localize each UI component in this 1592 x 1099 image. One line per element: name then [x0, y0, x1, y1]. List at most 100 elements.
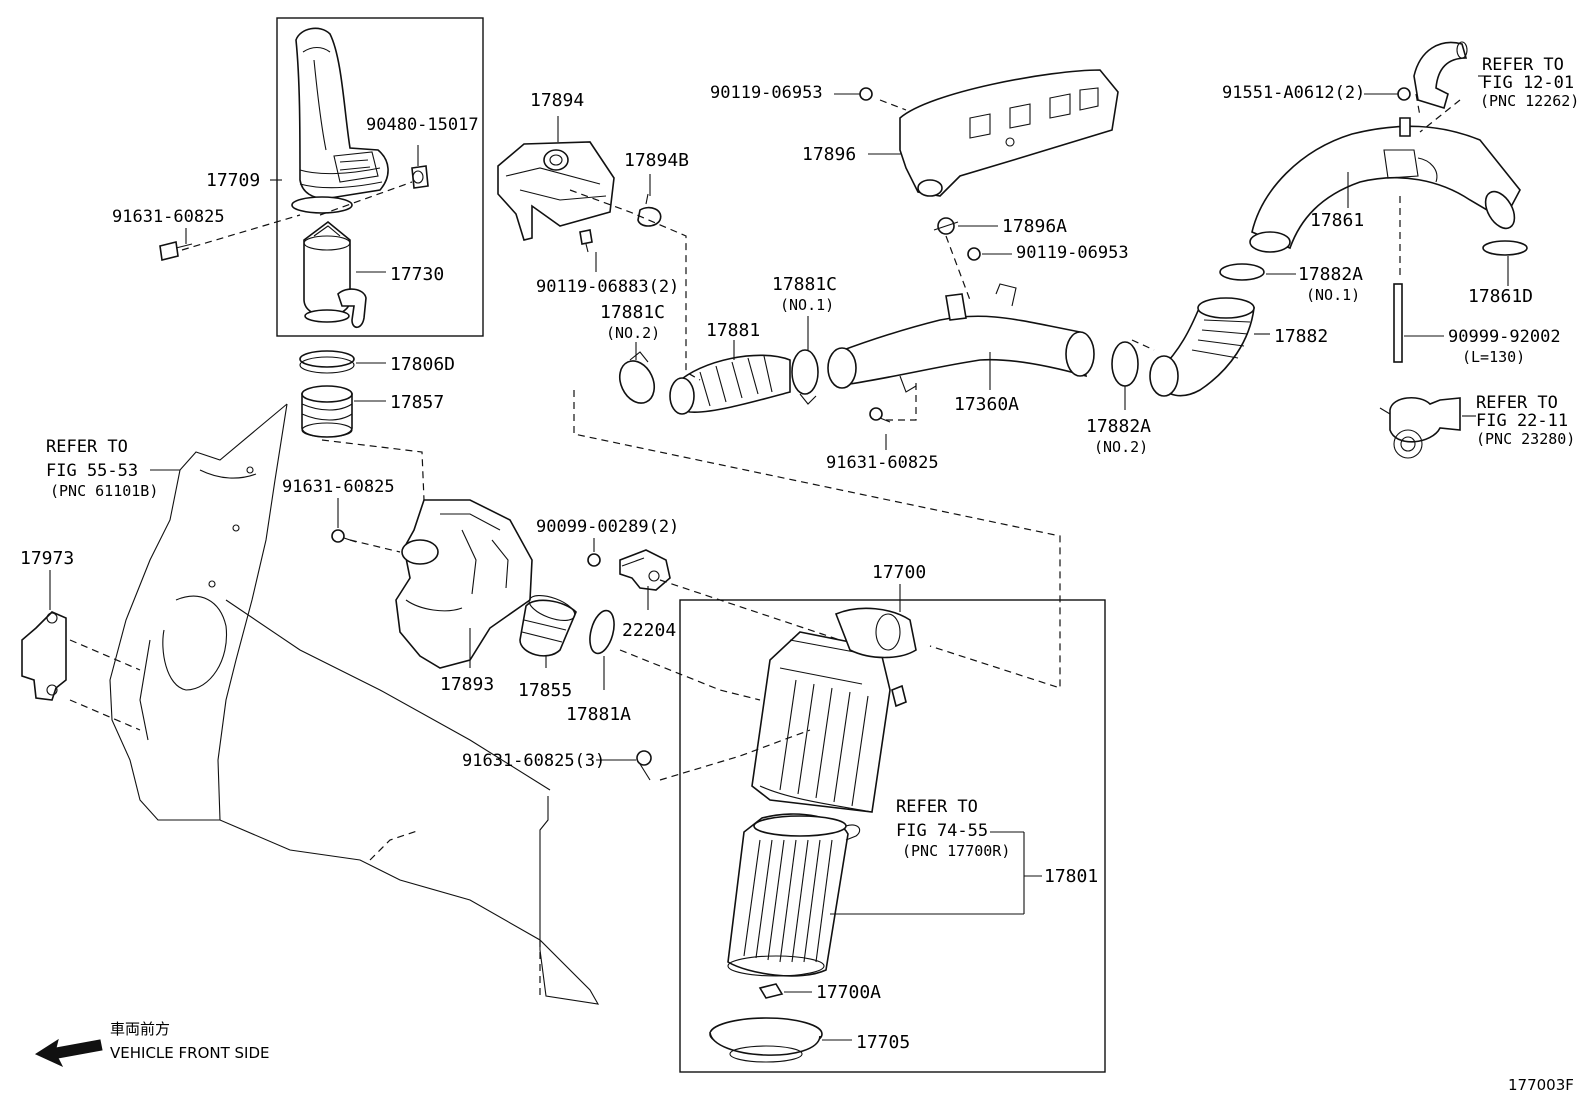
part-17857-hose	[301, 385, 353, 438]
part-17894B-clip	[637, 193, 662, 227]
part-91631-60825-bolt-left	[331, 529, 357, 543]
ref-note-fig-74-55: REFER TO FIG 74-55 (PNC 17700R)	[896, 797, 1010, 860]
label-no1-a: (NO.1)	[780, 296, 834, 314]
part-17801-element	[727, 813, 849, 977]
part-90119-06883-bolt	[579, 229, 593, 253]
part-17881A-clamp	[589, 609, 615, 655]
part-17894-duct	[497, 141, 615, 241]
part-17881-hose	[669, 354, 791, 415]
label-17705: 17705	[856, 1032, 910, 1053]
arrow-left-icon	[34, 1038, 103, 1068]
svg-text:(PNC 61101B): (PNC 61101B)	[50, 482, 158, 500]
label-17801: 17801	[1044, 866, 1098, 887]
label-17730: 17730	[390, 264, 444, 285]
frame-17709-group	[276, 17, 484, 337]
label-17700: 17700	[872, 562, 926, 583]
part-labels: 17709 90480-15017 91631-60825 17730 1780…	[20, 83, 1574, 1094]
label-no2-a: (NO.2)	[606, 324, 660, 342]
label-17881A: 17881A	[566, 704, 631, 725]
assembly-lines	[69, 93, 1461, 781]
label-17882: 17882	[1274, 326, 1328, 347]
vehicle-front-indicator: 車両前方 VEHICLE FRONT SIDE	[34, 1020, 270, 1068]
ref-note-fig-22-11: REFER TO FIG 22-11 (PNC 23280)	[1476, 393, 1575, 448]
label-17973: 17973	[20, 548, 74, 569]
label-17857: 17857	[390, 392, 444, 413]
leader-lines	[49, 75, 1509, 1041]
label-91551-A0612: 91551-A0612(2)	[1222, 83, 1365, 103]
label-17861: 17861	[1310, 210, 1364, 231]
part-ref-12-01-hose	[1413, 41, 1468, 110]
svg-text:REFER TO: REFER TO	[1482, 55, 1564, 75]
label-17893: 17893	[440, 674, 494, 695]
ref-note-fig-12-01: REFER TO FIG 12-01 (PNC 12262)	[1480, 55, 1579, 110]
label-17700A: 17700A	[816, 982, 881, 1003]
label-17894: 17894	[530, 90, 584, 111]
label-no1-b: (NO.1)	[1306, 286, 1360, 304]
label-91631-60825-top: 91631-60825	[112, 207, 225, 227]
label-17881C-no2: 17881C	[600, 302, 665, 323]
direction-label-en: VEHICLE FRONT SIDE	[110, 1044, 270, 1062]
part-90999-92002-hose	[1393, 283, 1403, 363]
label-90999-92002: 90999-92002	[1448, 327, 1561, 347]
label-22204: 22204	[622, 620, 676, 641]
label-l130: (L=130)	[1462, 348, 1525, 366]
label-90480-15017: 90480-15017	[366, 115, 479, 135]
part-91631-60825-bolt-top	[159, 241, 193, 261]
part-90480-15017-grommet	[411, 165, 429, 189]
part-17882-hose	[1149, 297, 1255, 397]
svg-text:(PNC 23280): (PNC 23280)	[1476, 430, 1575, 448]
label-90119-06953-mid: 90119-06953	[1016, 243, 1129, 263]
part-ref-22-11-vsv	[1379, 397, 1461, 459]
part-17861-pipe	[1249, 117, 1521, 253]
label-17896A: 17896A	[1002, 216, 1067, 237]
svg-text:FIG 22-11: FIG 22-11	[1476, 411, 1568, 431]
ref-note-fig-55-53: REFER TO FIG 55-53 (PNC 61101B)	[46, 437, 158, 500]
part-17896-cover	[899, 69, 1119, 197]
part-91631-60825-3-bolt	[636, 750, 652, 781]
label-17881C-no1: 17881C	[772, 274, 837, 295]
part-90119-06953-bolt-top	[859, 87, 873, 101]
part-91551-A0612-bolt	[1397, 87, 1411, 101]
svg-text:REFER TO: REFER TO	[46, 437, 128, 457]
part-17882A-no2-clamp	[1111, 341, 1139, 387]
svg-text:FIG 74-55: FIG 74-55	[896, 821, 988, 841]
part-17861D-clip	[1482, 240, 1528, 256]
label-17882A-no2: 17882A	[1086, 416, 1151, 437]
label-91631-60825-3: 91631-60825(3)	[462, 751, 605, 771]
label-17360A: 17360A	[954, 394, 1019, 415]
part-91631-60825-bolt-mid	[869, 407, 891, 423]
label-17855: 17855	[518, 680, 572, 701]
label-90119-06953-top: 90119-06953	[710, 83, 823, 103]
part-17730-resonator	[303, 220, 367, 329]
part-17881C-no1-clamp	[791, 349, 819, 405]
svg-text:FIG 55-53: FIG 55-53	[46, 461, 138, 481]
part-17360A-pipe	[827, 283, 1095, 393]
part-17881C-no2-clamp	[618, 351, 656, 404]
label-drawing-code: 177003F	[1508, 1076, 1574, 1094]
label-17861D: 17861D	[1468, 286, 1533, 307]
frame-17700-group	[679, 599, 1106, 1073]
part-17700A-clip	[758, 983, 784, 999]
part-17700-air-cleaner	[751, 607, 917, 813]
label-17881: 17881	[706, 320, 760, 341]
part-body-panel	[109, 403, 600, 1005]
part-22204-sensor	[619, 549, 671, 591]
label-17896: 17896	[802, 144, 856, 165]
part-17973-bracket	[21, 611, 67, 701]
svg-text:REFER TO: REFER TO	[1476, 393, 1558, 413]
part-17855-hose	[519, 594, 577, 657]
svg-text:REFER TO: REFER TO	[896, 797, 978, 817]
part-ref-74-55-clip	[845, 824, 861, 841]
label-90119-06883: 90119-06883(2)	[536, 277, 679, 297]
part-17806D-clamp	[299, 350, 355, 374]
label-91631-60825-left: 91631-60825	[282, 477, 395, 497]
label-no2-b: (NO.2)	[1094, 438, 1148, 456]
part-90119-06953-bolt-mid	[967, 247, 981, 261]
direction-label-jp: 車両前方	[110, 1020, 170, 1038]
part-17882A-no1-clamp	[1219, 263, 1265, 281]
svg-text:(PNC 17700R): (PNC 17700R)	[902, 842, 1010, 860]
part-17893-resonator	[395, 499, 533, 669]
part-17896A-clip	[933, 217, 959, 235]
svg-text:FIG 12-01: FIG 12-01	[1482, 73, 1574, 93]
